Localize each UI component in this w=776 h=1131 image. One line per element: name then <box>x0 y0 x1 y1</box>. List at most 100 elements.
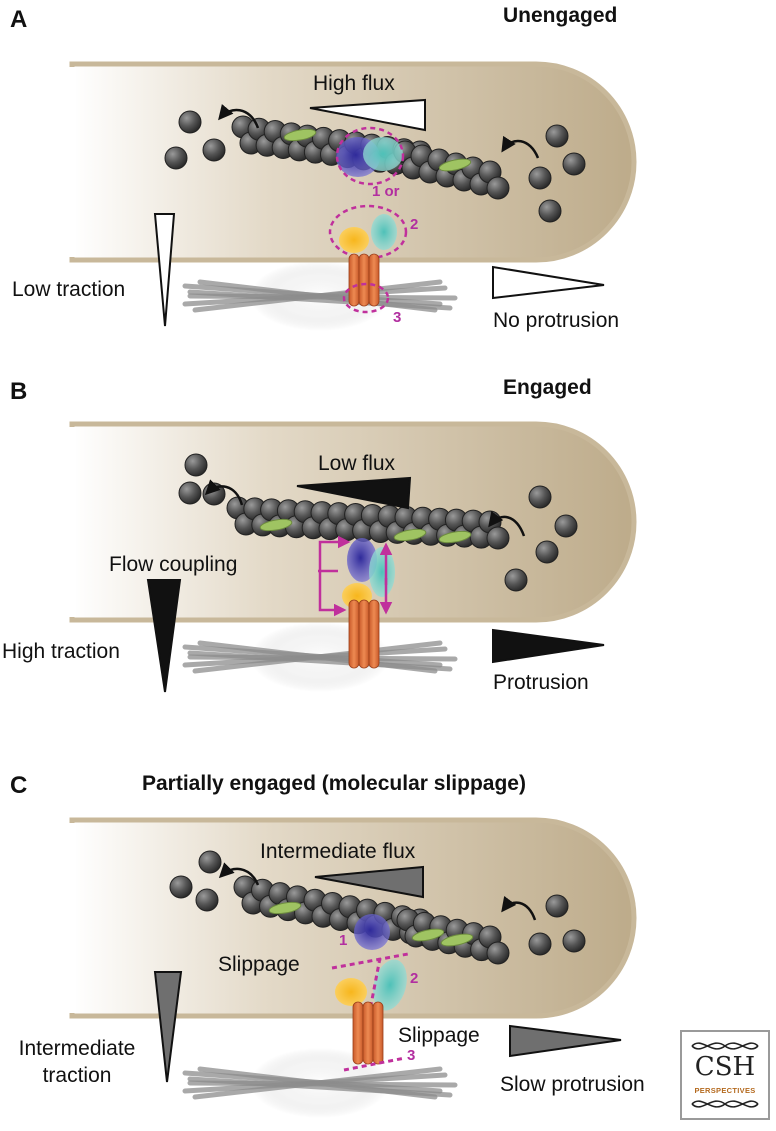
panel-a-actin-monomer <box>202 138 226 162</box>
panel-b-stabilizer <box>259 518 293 532</box>
panel-c-protein-teal <box>373 959 407 1011</box>
panel-c-protein-yellow <box>335 978 367 1006</box>
panel-a-protein-teal-2 <box>371 214 397 250</box>
panel-a-protein-teal <box>363 137 403 171</box>
panel-a-actin-monomer <box>528 166 552 190</box>
panel-b-traction-label: High traction <box>2 640 120 663</box>
panel-c-letter: C <box>10 772 28 799</box>
panel-a-site-3-ring <box>342 282 390 314</box>
panel-c-actin-monomer <box>562 929 586 953</box>
dna-helix-icon <box>691 1042 759 1108</box>
panel-c-integrin <box>372 1001 384 1065</box>
panel-a-integrin <box>348 253 360 307</box>
panel-c-traction-arrowhead <box>153 971 183 1083</box>
panel-a-flux-label: High flux <box>313 72 395 95</box>
panel-a-actin-monomer <box>486 176 510 200</box>
panel-c-flux-arrowhead <box>314 865 424 899</box>
panel-b-stabilizer <box>438 530 472 544</box>
panel-b-coupling-label: Flow coupling <box>109 553 238 576</box>
panel-b-letter: B <box>10 378 28 405</box>
panel-c-protein-blue <box>354 914 390 950</box>
panel-b-actin-monomer <box>486 526 510 550</box>
panel-c-polymerization-arrow <box>501 895 537 921</box>
logo-main-text: CSH <box>694 1052 756 1082</box>
panel-a-actin-monomer <box>178 110 202 134</box>
panel-c-actin-monomer <box>528 932 552 956</box>
panel-a-flux-arrowhead <box>309 98 426 132</box>
panel-b-integrin <box>358 599 370 669</box>
panel-c-site-label-1: 1 <box>339 932 348 949</box>
panel-c-actin-monomer <box>195 888 219 912</box>
panel-b-cell-open-edge <box>66 427 76 617</box>
panel-c-traction-line-2: traction <box>42 1064 112 1088</box>
panel-a-ecm-fiber <box>197 279 438 313</box>
panel-c-ecm-fiber <box>197 1066 438 1100</box>
panel-a-protein-yellow <box>339 227 369 253</box>
panel-a-site-label-1: 1 or <box>372 183 400 200</box>
panel-a-stabilizer <box>283 128 317 142</box>
panel-c-integrin <box>362 1001 374 1065</box>
panel-b-integrin <box>348 599 360 669</box>
panel-a-integrin <box>358 253 370 307</box>
panel-a-traction-label: Low traction <box>12 278 126 301</box>
panel-a-polymerization-arrow <box>501 135 540 159</box>
panel-b-actin-monomer <box>504 568 528 592</box>
panel-c-traction-line-1: Intermediate <box>18 1037 136 1060</box>
panel-b-protrusion-label: Protrusion <box>493 671 589 694</box>
panel-c-slippage-line-3 <box>343 1056 406 1072</box>
panel-c-slippage-label-1: Slippage <box>218 953 300 976</box>
panel-b-actin-monomer <box>554 514 578 538</box>
panel-a-integrin <box>368 253 380 307</box>
panel-a-actin-monomer <box>164 146 188 170</box>
panel-b-ecm-fiber <box>197 640 438 674</box>
panel-b-coupling-arrow-2 <box>318 571 347 617</box>
panel-a-letter: A <box>10 6 28 33</box>
panel-c-stabilizer <box>411 928 445 942</box>
panel-a-polymerization-arrow <box>218 103 260 129</box>
panel-b-traction-arrowhead <box>146 579 182 693</box>
panel-b-integrin <box>368 599 380 669</box>
panel-c-flux-label: Intermediate flux <box>260 840 416 863</box>
logo-sub-text: PERSPECTIVES <box>694 1086 756 1095</box>
panel-c-actin-monomer <box>169 875 193 899</box>
panel-a-title: Unengaged <box>503 4 618 27</box>
panel-a-cell-open-edge <box>66 67 76 257</box>
panel-c-slippage-line-1 <box>331 952 409 970</box>
panel-c-protrusion-arrowhead <box>509 1024 622 1058</box>
panel-c-stabilizer <box>268 901 302 915</box>
panel-a-protrusion-label: No protrusion <box>493 309 620 332</box>
panel-a-site-label-2: 2 <box>410 216 419 233</box>
panel-c-cell-open-edge <box>66 823 76 1013</box>
panel-a-traction-arrowhead <box>153 213 176 327</box>
panel-c-actin-monomer <box>198 850 222 874</box>
panel-c-protrusion-label: Slow protrusion <box>500 1073 645 1096</box>
panel-b-polymerization-arrow <box>204 479 244 506</box>
panel-c-site-label-3: 3 <box>407 1047 416 1064</box>
panel-c-integrin <box>352 1001 364 1065</box>
panel-c-actin-monomer <box>545 894 569 918</box>
panel-b-actin-monomer <box>178 481 202 505</box>
panel-b-title: Engaged <box>503 376 592 399</box>
panel-c-actin-monomer <box>486 941 510 965</box>
panel-b-actin-monomer <box>528 485 552 509</box>
panel-c-polymerization-arrow <box>218 862 260 886</box>
panel-a-protrusion-arrowhead <box>492 265 605 300</box>
panel-b-polymerization-arrow <box>488 510 526 537</box>
panel-b-flux-arrowhead <box>296 476 412 510</box>
csh-perspectives-logo: CSH PERSPECTIVES <box>680 1030 770 1120</box>
panel-b-stabilizer <box>393 528 427 542</box>
panel-b-actin-monomer <box>184 453 208 477</box>
panel-b-actin-monomer <box>535 540 559 564</box>
panel-c-slippage-label-2: Slippage <box>398 1024 480 1047</box>
panel-c-site-label-2: 2 <box>410 970 419 987</box>
panel-a-stabilizer <box>438 158 472 172</box>
panel-a-site-2-ring <box>328 204 408 260</box>
panel-a-actin-monomer <box>545 124 569 148</box>
panel-a-site-label-3: 3 <box>393 309 402 326</box>
panel-b-protrusion-arrowhead <box>492 628 605 664</box>
panel-b-protein-teal <box>369 547 395 597</box>
panel-a-site-1-ring <box>335 126 405 186</box>
panel-c-title: Partially engaged (molecular slippage) <box>142 772 526 795</box>
